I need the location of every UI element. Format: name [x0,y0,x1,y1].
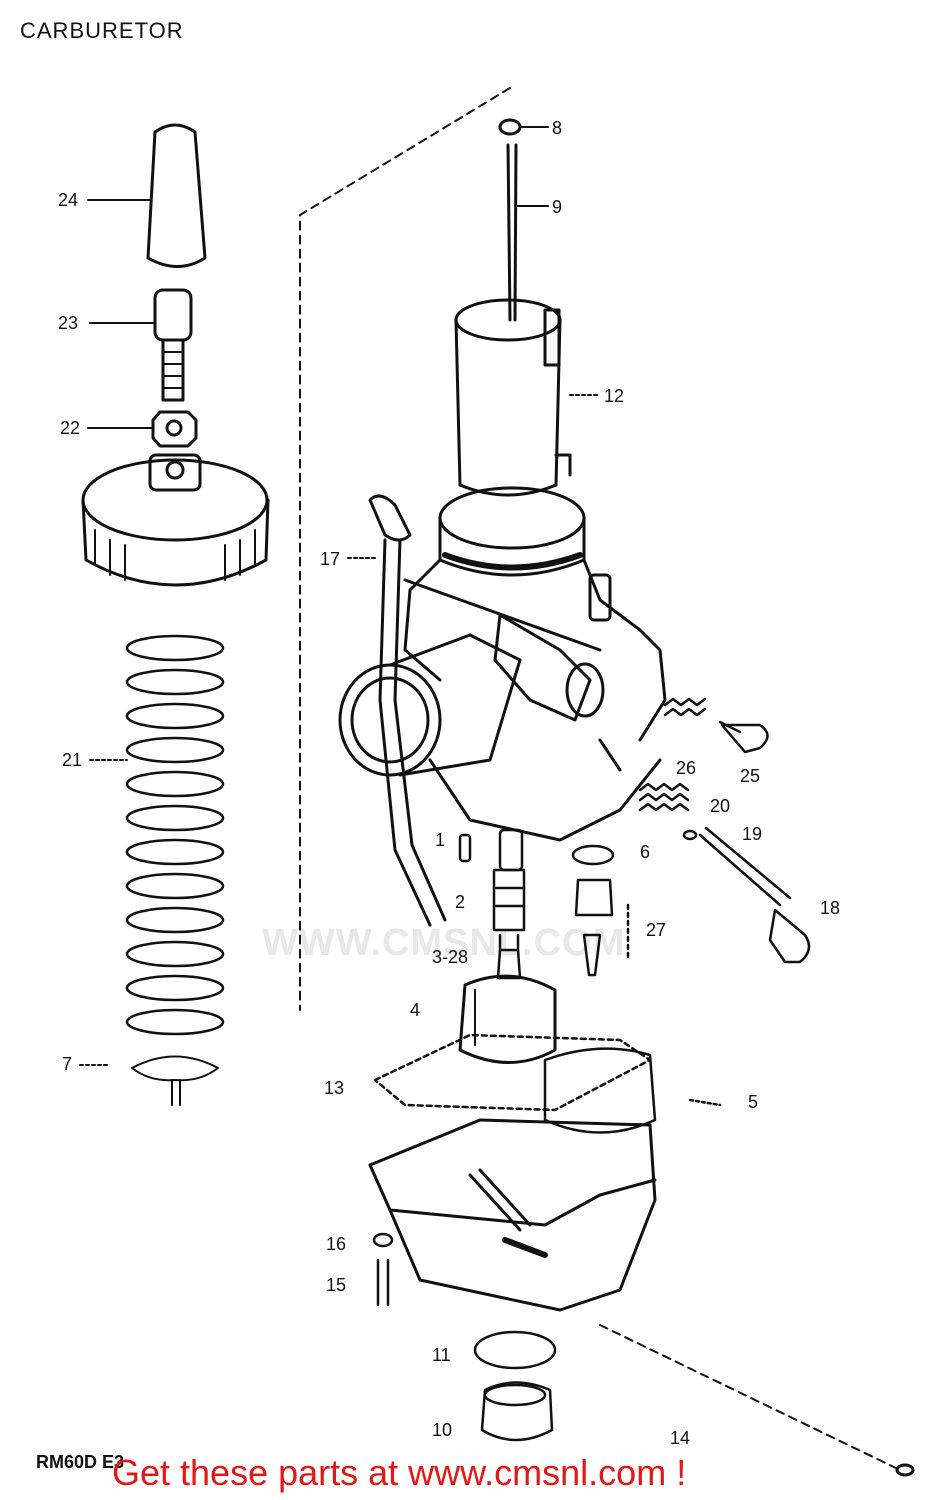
part-26-25 [663,697,769,754]
callout-20: 20 [710,796,731,816]
part-21-spring [89,634,225,1036]
footer-promo-link[interactable]: Get these parts at www.cmsnl.com ! [112,1452,687,1493]
callout-15: 15 [326,1275,347,1295]
top-cap [81,453,270,587]
callout-12: 12 [604,386,625,406]
callout-19: 19 [742,824,763,844]
page-title: CARBURETOR [20,18,184,43]
part-7-ring [79,1055,219,1106]
part-6-27 [571,844,630,977]
callout-23: 23 [58,313,79,333]
callout-21: 21 [62,750,83,770]
callout-16: 16 [326,1234,347,1254]
part-8-9-needle [498,118,549,322]
float-bowl [368,1118,657,1312]
callout-2: 2 [455,892,466,912]
callout-18: 18 [820,898,841,918]
watermark-text: WWW.CMSNL.COM [262,922,626,964]
callout-26: 26 [676,758,697,778]
callout-13: 13 [324,1078,345,1098]
callout-27: 27 [646,920,667,940]
part-15-16-screws [372,1232,394,1307]
callout-4: 4 [410,1000,421,1020]
jets [458,828,526,980]
callout-10: 10 [432,1420,453,1440]
callout-7: 7 [62,1054,73,1074]
callout-5: 5 [748,1092,759,1112]
callout-25: 25 [740,766,761,786]
callout-11: 11 [432,1345,451,1365]
part-18-19-20 [638,782,811,964]
part-13-5-gasket [373,1033,722,1134]
part-23-adjuster [89,288,193,402]
part-12-throttle-valve [454,298,601,497]
part-22-nut [87,410,198,448]
part-4-float [458,974,557,1064]
part-10-11-plug [473,1330,557,1442]
callout-6: 6 [640,842,651,862]
part-24-cap [87,123,207,268]
callout-9: 9 [552,197,563,217]
callout-8: 8 [552,118,563,138]
callout-17: 17 [320,549,341,569]
model-code: RM60D E3 [36,1452,125,1472]
carb-body [338,486,667,927]
callout-1: 1 [435,830,446,850]
callout-24: 24 [58,190,79,210]
assembly-line [299,87,901,1471]
bullet-mark [895,1463,915,1477]
callout-14: 14 [670,1428,691,1448]
callout-3-28: 3-28 [432,947,469,967]
callout-22: 22 [60,418,81,438]
